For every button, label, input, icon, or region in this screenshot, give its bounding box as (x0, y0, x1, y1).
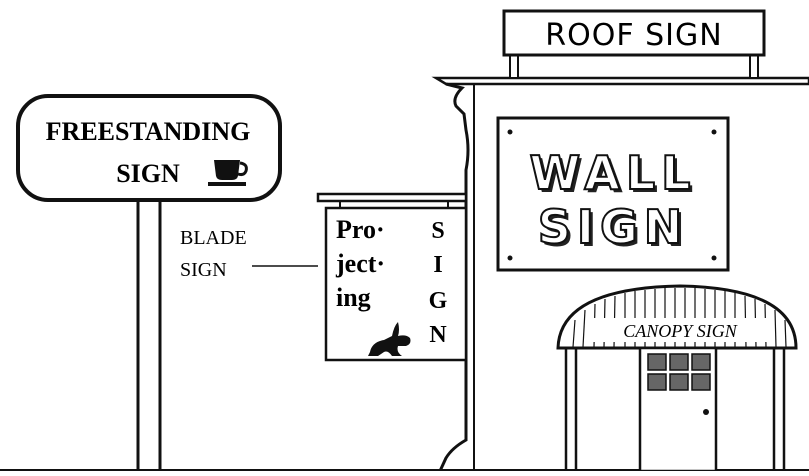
freestanding-pole (138, 198, 160, 471)
wall-sign: WALL WALL SIGN SIGN (498, 118, 728, 270)
wall-sign-line1: WALL (530, 146, 697, 200)
roof-sign-label: ROOF SIGN (545, 18, 722, 53)
freestanding-line2: SIGN (116, 159, 180, 188)
wall-sign-rivet (508, 256, 513, 261)
door-knob (703, 409, 709, 415)
roof-sign: ROOF SIGN (504, 11, 764, 78)
projecting-sign: Pro· ject· ing S I G N (318, 194, 466, 360)
projecting-vertical-2: I (433, 252, 442, 278)
projecting-row-1: Pro· (336, 215, 385, 244)
blade-line2: SIGN (180, 259, 227, 281)
freestanding-line1: FREESTANDING (46, 117, 251, 146)
projecting-bracket (318, 194, 466, 201)
canopy-label: CANOPY SIGN (623, 321, 738, 341)
projecting-row-3: ing (336, 283, 371, 312)
wall-sign-rivet (712, 130, 717, 135)
wall-sign-line2: SIGN (538, 200, 689, 254)
wall-sign-rivet (508, 130, 513, 135)
blade-line1: BLADE (180, 227, 247, 249)
projecting-vertical-4: N (429, 322, 447, 348)
freestanding-sign: FREESTANDING SIGN (18, 96, 280, 471)
blade-sign-label: BLADE SIGN (180, 227, 318, 281)
projecting-vertical-3: G (429, 288, 448, 314)
projecting-vertical-1: S (431, 218, 444, 244)
door (640, 348, 716, 471)
projecting-row-2: ject· (335, 249, 385, 278)
wall-sign-rivet (712, 256, 717, 261)
